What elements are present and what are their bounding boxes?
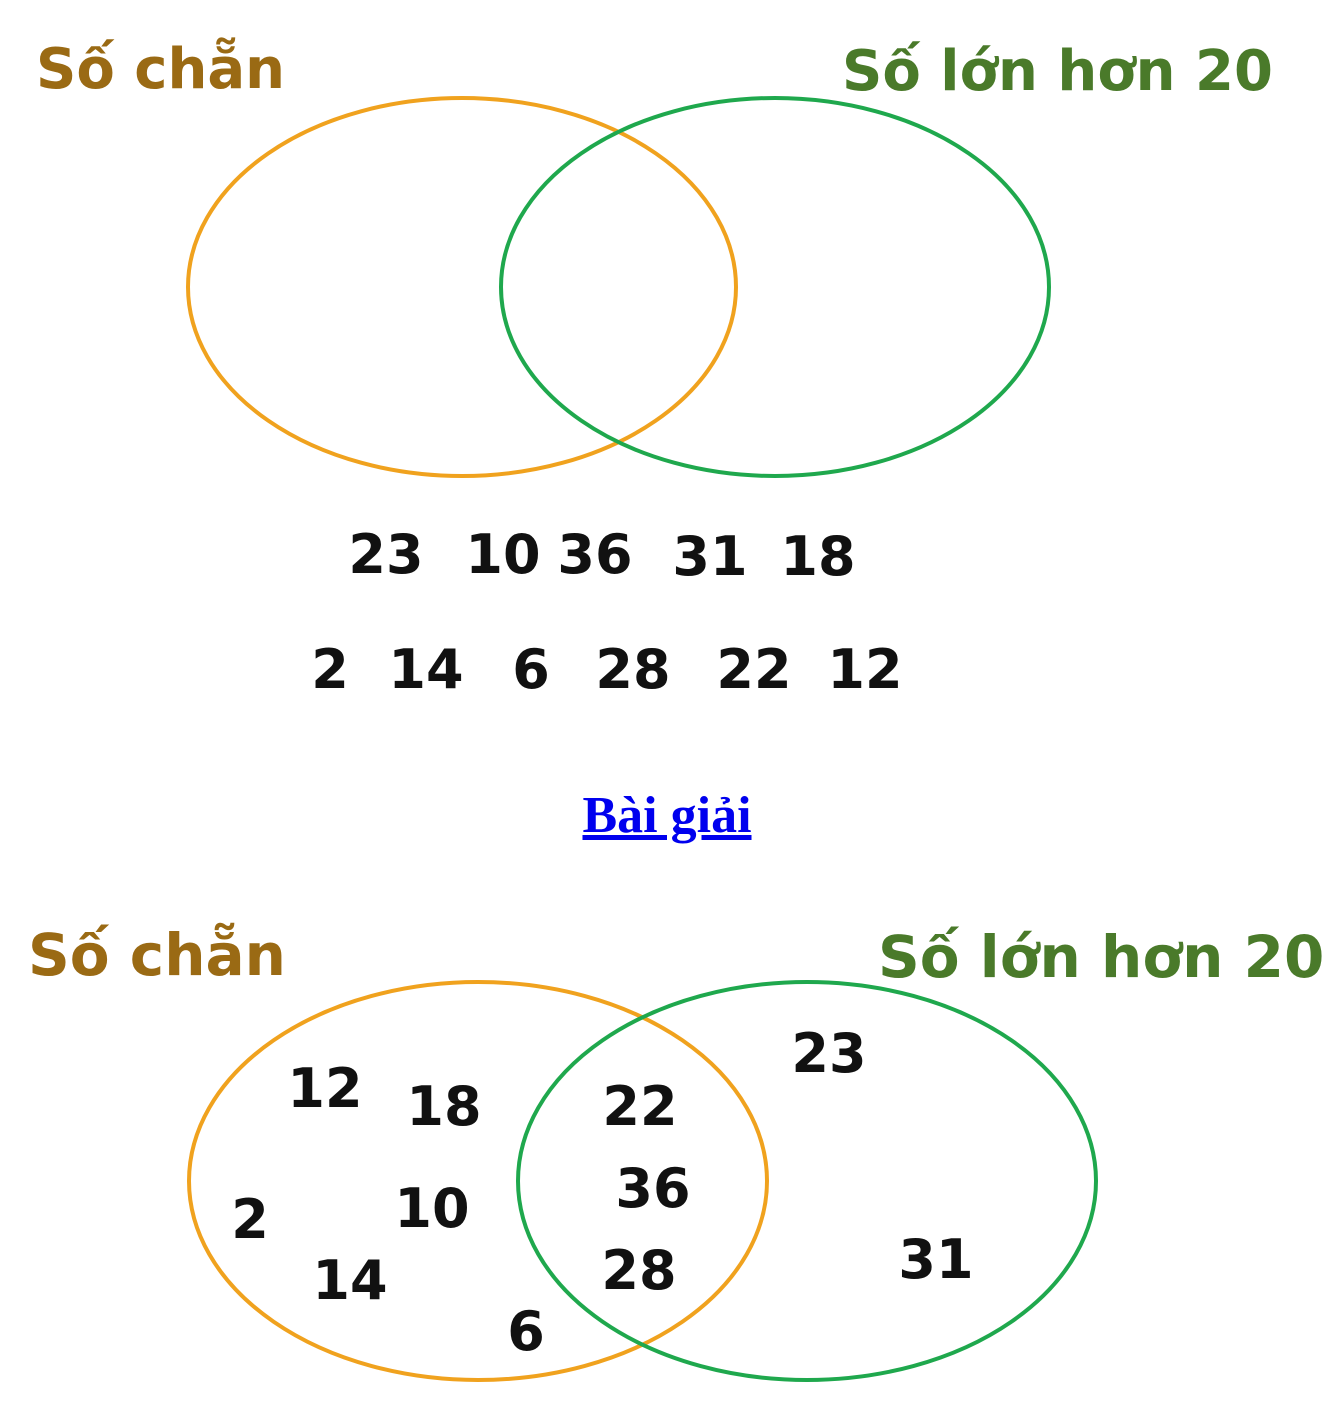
set-label-even: Số chẵn bbox=[28, 921, 286, 989]
number-item: 22 bbox=[716, 638, 792, 701]
greater-than-20-only-number: 31 bbox=[898, 1228, 974, 1291]
number-item: 12 bbox=[827, 638, 903, 701]
even-only-number: 12 bbox=[287, 1057, 363, 1120]
number-item: 2 bbox=[311, 638, 349, 701]
set-label-greater-than-20: Số lớn hơn 20 bbox=[842, 39, 1273, 104]
problem-diagram: Số chẵn Số lớn hơn 20 23 10 36 31 18 2 1… bbox=[36, 37, 1273, 701]
solution-link[interactable]: Bài giải bbox=[582, 787, 752, 844]
greater-than-20-set-circle bbox=[499, 96, 1051, 478]
even-set-circle bbox=[186, 96, 738, 478]
number-item: 36 bbox=[557, 523, 633, 586]
number-item: 14 bbox=[388, 638, 464, 701]
set-label-greater-than-20: Số lớn hơn 20 bbox=[878, 923, 1325, 991]
number-item: 31 bbox=[672, 525, 748, 588]
number-item: 28 bbox=[595, 638, 671, 701]
greater-than-20-only-number: 23 bbox=[791, 1022, 867, 1085]
intersection-number: 22 bbox=[602, 1075, 678, 1138]
venn-circles bbox=[186, 96, 1051, 478]
number-item: 18 bbox=[780, 525, 856, 588]
number-item: 10 bbox=[465, 523, 541, 586]
even-only-number: 10 bbox=[394, 1177, 470, 1240]
even-only-number: 14 bbox=[312, 1249, 388, 1312]
intersection-number: 36 bbox=[615, 1157, 691, 1220]
number-item: 6 bbox=[512, 638, 550, 701]
even-set-circle bbox=[187, 980, 769, 1382]
number-item: 23 bbox=[348, 523, 424, 586]
greater-than-20-set-circle bbox=[516, 980, 1098, 1382]
even-only-number: 18 bbox=[406, 1075, 482, 1138]
venn-circles bbox=[187, 980, 1098, 1382]
solution-diagram: Số chẵn Số lớn hơn 20 12 18 2 10 14 6 22… bbox=[0, 890, 1334, 1411]
intersection-number: 28 bbox=[601, 1239, 677, 1302]
even-only-number: 2 bbox=[231, 1188, 269, 1251]
set-label-even: Số chẵn bbox=[36, 37, 286, 102]
even-only-number: 6 bbox=[507, 1300, 545, 1363]
